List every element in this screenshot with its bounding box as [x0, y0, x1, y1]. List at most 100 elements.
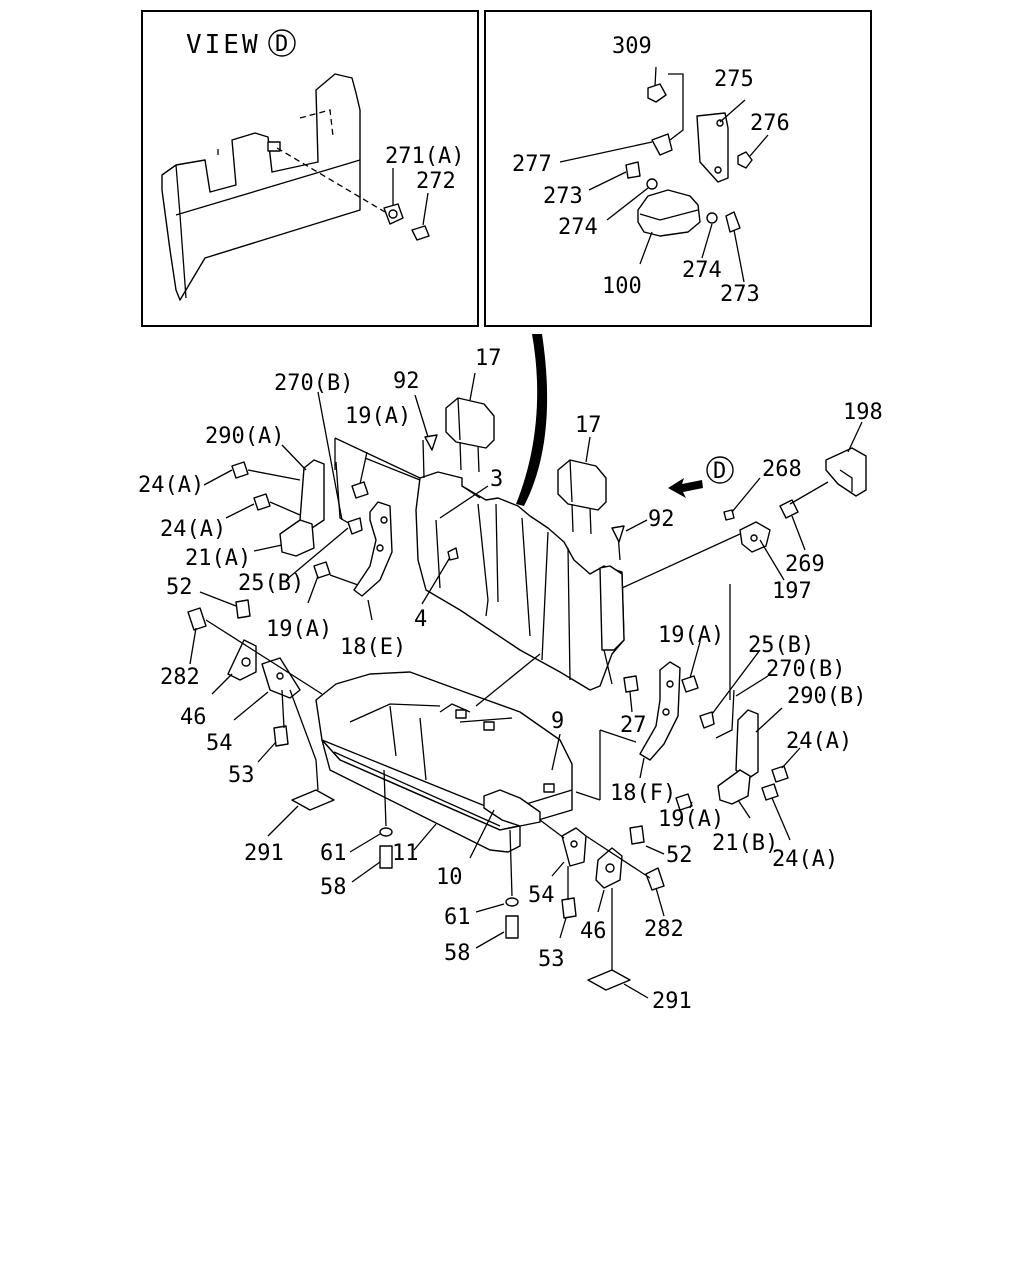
view-marker-circle: D: [268, 29, 296, 57]
rod-270b-left: [335, 461, 351, 525]
plate-291-left: [291, 789, 335, 811]
screw-309: [647, 83, 667, 103]
frame-11: [321, 739, 521, 853]
label-19a-left-low: 19(A): [266, 617, 332, 642]
bracket-197: [739, 521, 771, 553]
label-54-right: 54: [528, 883, 555, 908]
label-198: 198: [843, 400, 883, 425]
label-100: 100: [602, 274, 642, 299]
bolt-24a-lower-left: [253, 493, 271, 511]
bolt-19a-upper-right: [681, 675, 699, 693]
label-53-left: 53: [228, 763, 255, 788]
bolt-19a-lower-left: [313, 561, 331, 579]
label-53-right: 53: [538, 947, 565, 972]
hinge-18f: [639, 661, 681, 761]
bolt-24a-right-lower: [761, 783, 779, 801]
label-269: 269: [785, 552, 825, 577]
label-282-left: 282: [160, 665, 200, 690]
pin-4: [447, 547, 459, 561]
label-58-right: 58: [444, 941, 471, 966]
bracket-54-right: [561, 827, 587, 867]
label-290a: 290(A): [205, 424, 284, 449]
view-title: VIEW: [186, 30, 261, 60]
bolt-52-left: [235, 599, 251, 619]
label-3: 3: [490, 467, 503, 492]
label-24a-2: 24(A): [160, 517, 226, 542]
label-9: 9: [551, 709, 564, 734]
cover-198: [825, 447, 867, 497]
label-46-left: 46: [180, 705, 207, 730]
label-92-right: 92: [648, 507, 675, 532]
label-18e: 18(E): [340, 635, 406, 660]
bolt-53-right: [561, 897, 577, 919]
washer-61-right: [505, 897, 519, 907]
label-277: 277: [512, 152, 552, 177]
clip-271a: [383, 203, 404, 225]
bolt-24a-upper-left: [231, 461, 249, 479]
label-18f: 18(F): [610, 781, 676, 806]
bracket-290b: [735, 709, 759, 781]
label-92-left: 92: [393, 369, 420, 394]
bolt-19a-lower-right: [675, 793, 693, 811]
label-58-left: 58: [320, 875, 347, 900]
label-25b-right: 25(B): [748, 633, 814, 658]
headrest-17-right: [557, 459, 607, 535]
bolt-277: [651, 133, 673, 156]
screw-274-bottom: [706, 212, 718, 224]
label-309: 309: [612, 34, 652, 59]
view-d-arrow-letter: D: [713, 459, 726, 484]
bolt-282-left: [187, 607, 207, 631]
bolt-58-right: [505, 915, 519, 939]
bracket-275: [696, 112, 729, 183]
label-17-right: 17: [575, 413, 602, 438]
label-290b: 290(B): [787, 684, 866, 709]
label-21b: 21(B): [712, 831, 778, 856]
clip-273-bottom: [725, 211, 741, 233]
label-17-left: 17: [475, 346, 502, 371]
plate-291-right: [587, 969, 631, 991]
label-61-left: 61: [320, 841, 347, 866]
cover-10: [483, 789, 541, 827]
label-19a-right-low: 19(A): [658, 807, 724, 832]
label-271a: 271(A): [385, 144, 464, 169]
bolt-52-right: [629, 825, 645, 845]
hinge-18e: [353, 501, 393, 597]
seat-back-rear-view: [161, 73, 386, 301]
screw-92-left: [424, 434, 438, 451]
view-d-arrow-marker: D: [706, 456, 734, 484]
screw-272: [411, 225, 430, 241]
bracket-54-left: [261, 657, 301, 699]
label-274-top: 274: [558, 215, 598, 240]
bolt-269: [779, 499, 799, 519]
bolt-24a-right-upper: [771, 765, 789, 783]
label-282-right: 282: [644, 917, 684, 942]
washer-25b-right: [699, 711, 715, 729]
bolt-282-right: [645, 867, 665, 891]
nut-276: [737, 151, 753, 169]
label-270b-left: 270(B): [274, 371, 353, 396]
washer-61-left: [379, 827, 393, 837]
bracket-290a: [299, 459, 325, 529]
pin-27: [623, 675, 639, 693]
label-25b-left: 25(B): [238, 571, 304, 596]
label-11: 11: [392, 841, 419, 866]
bracket-46-right: [595, 847, 623, 889]
screw-274-top: [646, 178, 658, 190]
label-4: 4: [414, 607, 427, 632]
label-52-right: 52: [666, 843, 693, 868]
screw-92-right: [611, 525, 625, 543]
washer-25b-left: [347, 517, 363, 535]
label-272: 272: [416, 169, 456, 194]
armrest-100: [637, 189, 701, 237]
label-197: 197: [772, 579, 812, 604]
label-24a-4: 24(A): [772, 847, 838, 872]
headrest-17-left: [445, 397, 495, 473]
pin-268: [723, 509, 735, 521]
bracket-21b: [717, 769, 751, 805]
clip-273-top: [625, 161, 641, 179]
armrest-detail-frame: [484, 10, 872, 327]
label-291-right: 291: [652, 989, 692, 1014]
label-61-right: 61: [444, 905, 471, 930]
view-d-frame: [141, 10, 479, 327]
